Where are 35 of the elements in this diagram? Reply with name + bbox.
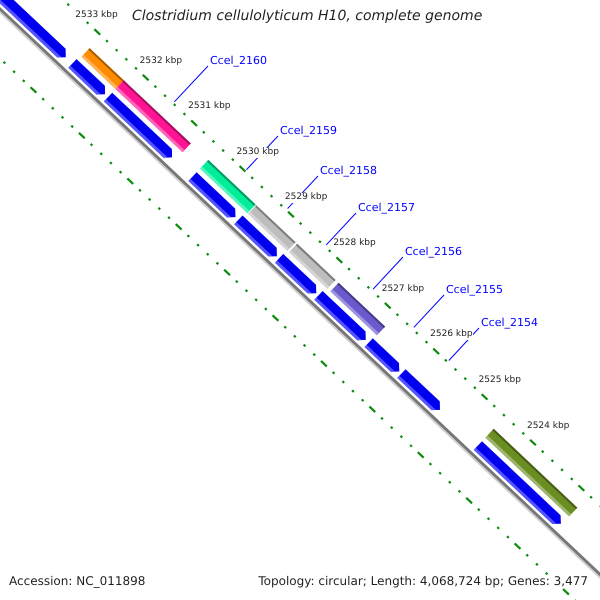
gene-block bbox=[474, 441, 561, 524]
leader-line bbox=[372, 256, 404, 290]
tick-label: 2531 kbp bbox=[188, 102, 230, 112]
gene-label: Ccel_2158 bbox=[320, 165, 378, 178]
tick-label: 2524 kbp bbox=[526, 422, 570, 432]
leader-line bbox=[326, 212, 356, 246]
leader-line bbox=[174, 66, 208, 102]
gene-block bbox=[364, 338, 400, 372]
tick-label: 2529 kbp bbox=[284, 193, 328, 204]
tick-label: 2528 kbp bbox=[333, 239, 376, 249]
gene-label: Ccel_2159 bbox=[280, 125, 338, 138]
title: Clostridium cellulolyticum H10, complete genome bbox=[132, 9, 482, 24]
tick-label: 2533 kbp bbox=[75, 10, 118, 21]
gene-block bbox=[234, 216, 277, 256]
gene-label: Ccel_2156 bbox=[405, 246, 462, 258]
gene-block bbox=[104, 92, 172, 158]
leader-line bbox=[448, 328, 480, 361]
gene-label: Ccel_2157 bbox=[358, 202, 416, 214]
leader-line bbox=[413, 294, 444, 328]
tick-label: 2526 kbp bbox=[430, 330, 473, 340]
tick-label: 2532 kbp bbox=[140, 56, 182, 66]
footer-text: Topology: circular; Length: 4,068,724 bp; Genes: 3,477 bbox=[258, 575, 588, 588]
gene-block bbox=[275, 254, 316, 294]
footer-text: Accession: NC_011898 bbox=[9, 575, 146, 588]
gene-block bbox=[68, 59, 106, 95]
gene-block bbox=[397, 369, 440, 410]
tick-label: 2525 kbp bbox=[478, 376, 521, 386]
gene-label: Ccel_2155 bbox=[446, 284, 504, 296]
tick-label: 2527 kbp bbox=[382, 284, 424, 295]
gene-label: Ccel_2160 bbox=[210, 55, 268, 68]
gene-label: Ccel_2154 bbox=[481, 317, 538, 330]
tick-label: 2530 kbp bbox=[236, 148, 279, 158]
gene-block bbox=[314, 291, 366, 340]
gene-block bbox=[0, 0, 66, 58]
gene-block bbox=[188, 172, 236, 218]
